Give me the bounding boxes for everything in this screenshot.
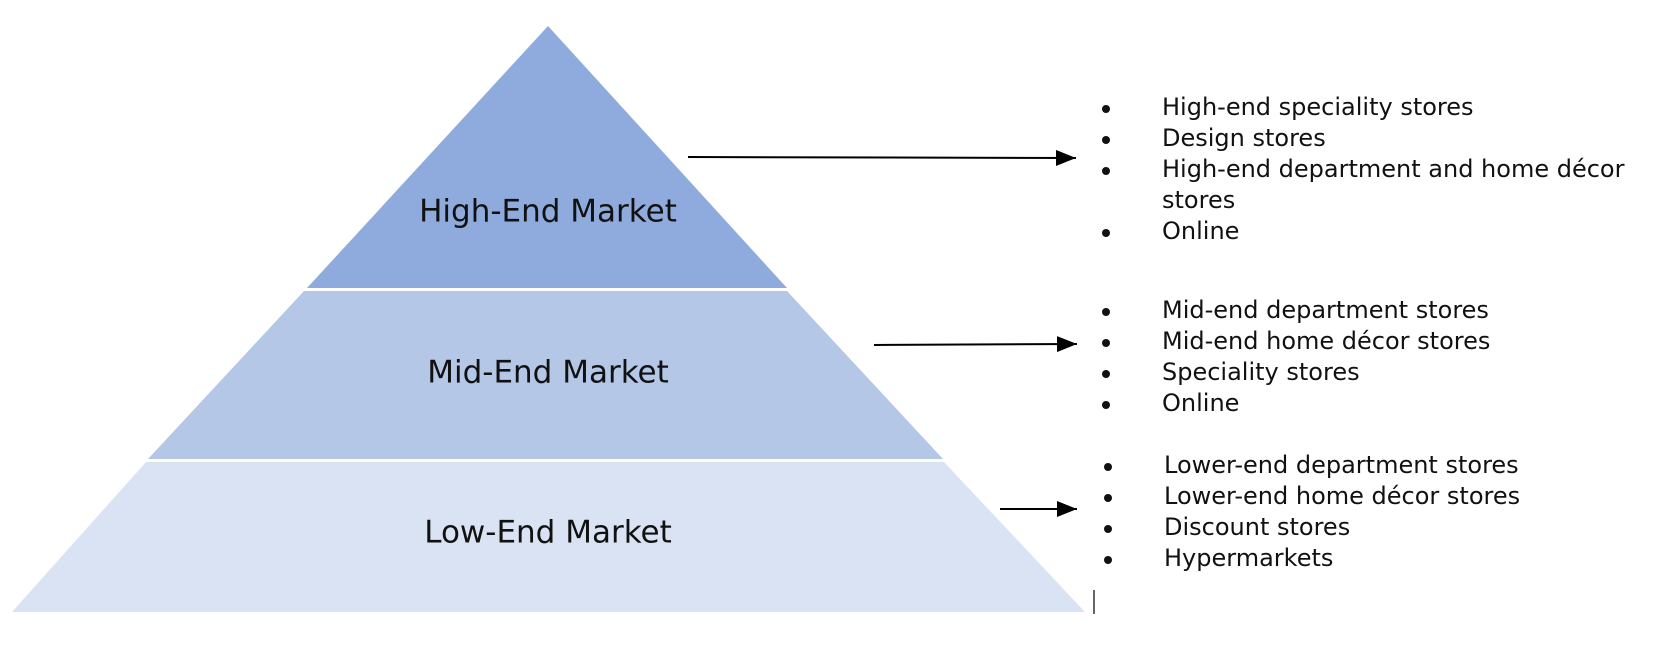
list-item-text: Speciality stores: [1162, 358, 1360, 386]
bullet-icon: [1102, 401, 1110, 409]
list-item: Design stores: [1102, 123, 1657, 154]
list-item-text: Online: [1162, 217, 1240, 245]
list-item-text: Hypermarkets: [1164, 544, 1334, 572]
list-item: Hypermarkets: [1104, 543, 1659, 574]
list-item-text: Online: [1162, 389, 1240, 417]
list-item-text: Design stores: [1162, 124, 1326, 152]
list-item: Speciality stores: [1102, 357, 1657, 388]
list-item: Lower-end department stores: [1104, 450, 1659, 481]
channel-list-mid-end: Mid-end department stores Mid-end home d…: [1102, 295, 1657, 419]
list-item-text: Lower-end department stores: [1164, 451, 1519, 479]
list-item-text: Discount stores: [1164, 513, 1351, 541]
bullet-icon: [1104, 525, 1112, 533]
channel-list-high-end: High-end speciality stores Design stores…: [1102, 92, 1657, 247]
list-item: Mid-end department stores: [1102, 295, 1657, 326]
list-item: High-end speciality stores: [1102, 92, 1657, 123]
pyramid-tier-high: [307, 26, 787, 288]
bullet-icon: [1102, 308, 1110, 316]
arrow-mid-to-list: [873, 336, 1078, 353]
pyramid-tier-mid-label: Mid-End Market: [427, 355, 669, 391]
bullet-icon: [1102, 167, 1110, 175]
bullet-icon: [1102, 105, 1110, 113]
bullet-icon: [1102, 339, 1110, 347]
pyramid-tier-high-label: High-End Market: [419, 194, 677, 230]
pyramid-tier-mid: [148, 291, 943, 459]
bullet-icon: [1102, 136, 1110, 144]
arrow-high-to-list: [687, 149, 1077, 166]
list-item: Lower-end home décor stores: [1104, 481, 1659, 512]
bullet-icon: [1104, 463, 1112, 471]
list-item: Discount stores: [1104, 512, 1659, 543]
list-item: Online: [1102, 216, 1657, 247]
list-item-text: Mid-end department stores: [1162, 296, 1489, 324]
list-item: Online: [1102, 388, 1657, 419]
bullet-icon: [1104, 556, 1112, 564]
list-item-text: Mid-end home décor stores: [1162, 327, 1491, 355]
bullet-icon: [1102, 370, 1110, 378]
list-item-text: High-end speciality stores: [1162, 93, 1474, 121]
bullet-icon: [1102, 229, 1110, 237]
bullet-icon: [1104, 494, 1112, 502]
list-item: High-end department and home décor store…: [1102, 154, 1657, 216]
pyramid-tier-low-label: Low-End Market: [424, 515, 672, 551]
pyramid-tier-low: [12, 462, 1085, 612]
list-item: Mid-end home décor stores: [1102, 326, 1657, 357]
channel-list-low-end: Lower-end department stores Lower-end ho…: [1104, 450, 1659, 574]
list-item-text: High-end department and home décor store…: [1162, 155, 1625, 214]
list-item-text: Lower-end home décor stores: [1164, 482, 1521, 510]
